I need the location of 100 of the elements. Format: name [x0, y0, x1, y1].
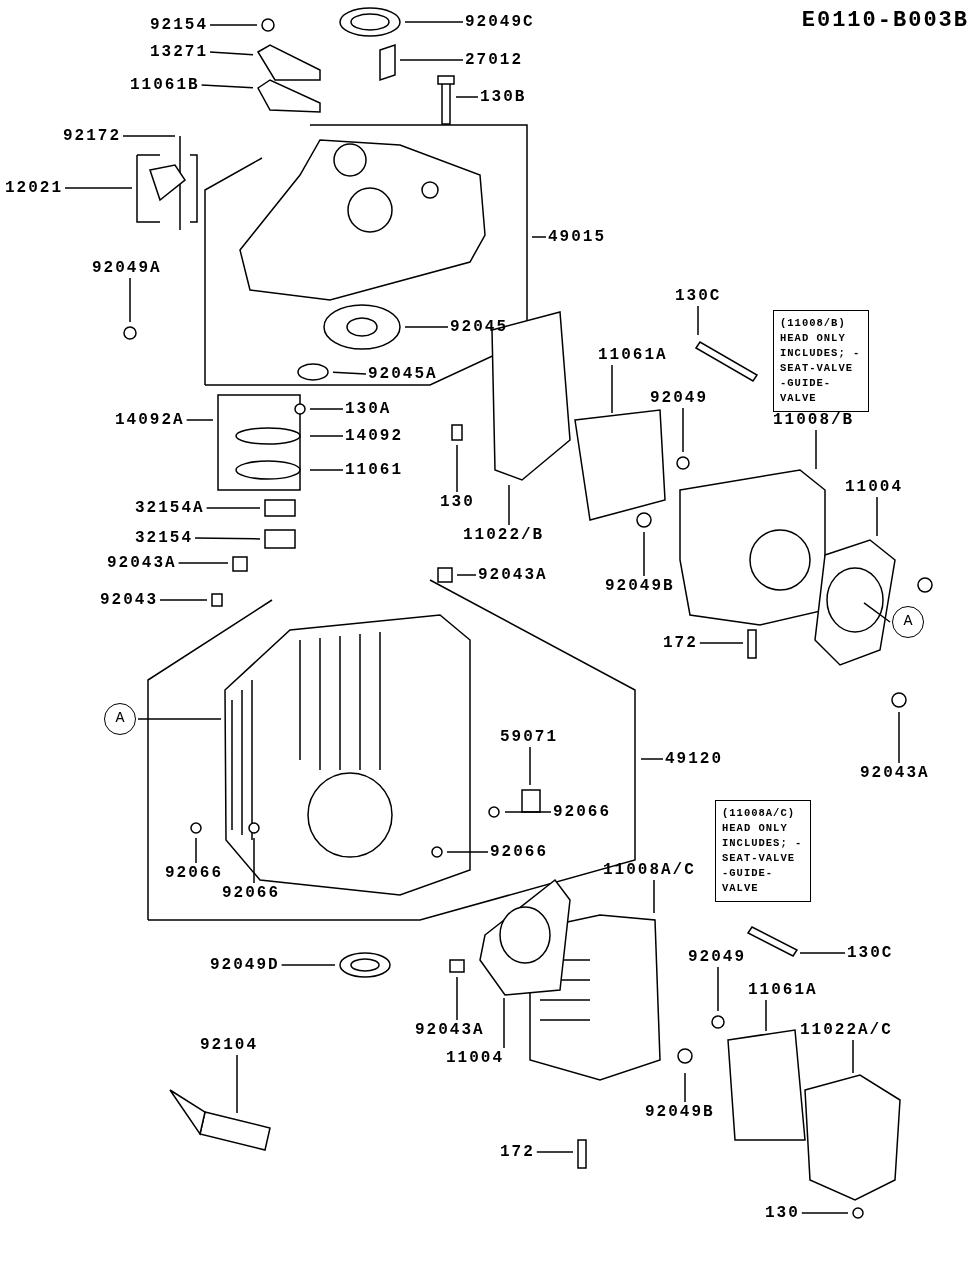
callout-number: 11061B	[130, 76, 200, 94]
callout-number: 92049B	[605, 577, 675, 595]
leader-line	[801, 1212, 849, 1214]
callout-number: 92043A	[415, 1021, 485, 1039]
reference-circle: A	[104, 703, 136, 735]
callout-number: 130C	[847, 944, 894, 962]
callout-number: 49120	[665, 750, 723, 768]
callout-number: 92172	[63, 127, 121, 145]
callout-number: 92049D	[210, 956, 280, 974]
leader-line	[898, 711, 900, 764]
leader-line	[309, 435, 344, 437]
leader-line	[529, 746, 531, 786]
callout-number: 92066	[222, 884, 280, 902]
callout-number: 14092A	[115, 411, 185, 429]
callout-number: 32154A	[135, 499, 205, 517]
leader-line	[446, 851, 489, 853]
leader-line	[815, 429, 817, 470]
leader-line	[504, 811, 552, 813]
callout-number: 92104	[200, 1036, 258, 1054]
note-text: HEAD ONLY INCLUDES; -SEAT-VALVE -GUIDE-VALVE	[780, 331, 862, 406]
callout-number: 92045	[450, 318, 508, 336]
callout-number: 92049	[650, 389, 708, 407]
callout-number: 130A	[345, 400, 392, 418]
callout-number: 11008/B	[773, 411, 855, 429]
callout-number: 172	[663, 634, 698, 652]
leader-line	[309, 469, 344, 471]
leader-line	[765, 999, 767, 1032]
leader-line	[640, 758, 664, 760]
callout-number: 11022/B	[463, 526, 545, 544]
leader-line	[717, 966, 719, 1012]
leader-line	[684, 1072, 686, 1103]
callout-number: 130	[765, 1204, 800, 1222]
callout-number: 92049C	[465, 13, 535, 31]
reference-circle: A	[892, 606, 924, 638]
callout-number: 92154	[150, 16, 208, 34]
callout-number: 14092	[345, 427, 403, 445]
leader-line	[863, 602, 891, 623]
callout-number: 92049B	[645, 1103, 715, 1121]
callout-number: 130	[440, 493, 475, 511]
callout-number: 12021	[5, 179, 63, 197]
note-text: HEAD ONLY INCLUDES; -SEAT-VALVE -GUIDE-VALVE	[722, 821, 804, 896]
callout-number: 92066	[165, 864, 223, 882]
note-box	[773, 310, 869, 412]
leader-line	[253, 837, 255, 884]
callout-number: 11008A/C	[603, 861, 696, 879]
leader-line	[611, 364, 613, 414]
leader-line	[852, 1039, 854, 1074]
callout-number: 92045A	[368, 365, 438, 383]
leader-line	[399, 59, 464, 61]
leader-line	[195, 837, 197, 864]
leader-line	[456, 976, 458, 1021]
note-heading: (11008A/C)	[722, 806, 796, 821]
leader-line	[697, 305, 699, 336]
callout-number: 11061A	[748, 981, 818, 999]
leader-line	[137, 718, 222, 720]
leader-line	[200, 84, 254, 89]
callout-number: 11004	[446, 1049, 504, 1067]
callout-number: 11022A/C	[800, 1021, 893, 1039]
callout-number: 92066	[490, 843, 548, 861]
leader-line	[159, 599, 208, 601]
leader-line	[209, 24, 258, 26]
leader-line	[205, 507, 261, 509]
callout-number: 92066	[553, 803, 611, 821]
leader-line	[682, 407, 684, 453]
callout-number: 92049A	[92, 259, 162, 277]
note-box	[715, 800, 811, 902]
callout-number: 11061A	[598, 346, 668, 364]
leader-line	[194, 537, 261, 540]
callout-number: 13271	[150, 43, 208, 61]
leader-line	[508, 484, 510, 526]
callout-number: 92043	[100, 591, 158, 609]
leader-line	[332, 371, 367, 375]
callout-number: 11004	[845, 478, 903, 496]
callout-number: 92043A	[478, 566, 548, 584]
callout-number: 92043A	[860, 764, 930, 782]
leader-line	[64, 187, 133, 189]
leader-line	[455, 96, 479, 98]
leader-line	[531, 236, 547, 238]
callout-number: 92043A	[107, 554, 177, 572]
leader-line	[404, 21, 464, 23]
callout-number: 11061	[345, 461, 403, 479]
callout-number: 92049	[688, 948, 746, 966]
leader-line	[209, 51, 254, 56]
leader-line	[185, 419, 214, 421]
leader-line	[643, 531, 645, 577]
leader-line	[309, 408, 344, 410]
leader-line	[536, 1151, 574, 1153]
callout-number: 130B	[480, 88, 527, 106]
leader-line	[122, 135, 176, 137]
callout-number: 172	[500, 1143, 535, 1161]
leader-line	[876, 496, 878, 537]
callout-number: 49015	[548, 228, 606, 246]
note-heading: (11008/B)	[780, 316, 847, 331]
leader-line	[404, 326, 449, 328]
leader-line	[456, 444, 458, 493]
leader-line	[503, 997, 505, 1049]
leader-line	[653, 879, 655, 914]
leader-line	[236, 1054, 238, 1114]
leader-line	[129, 277, 131, 323]
drawing-code: E0110-B003B	[801, 8, 969, 33]
